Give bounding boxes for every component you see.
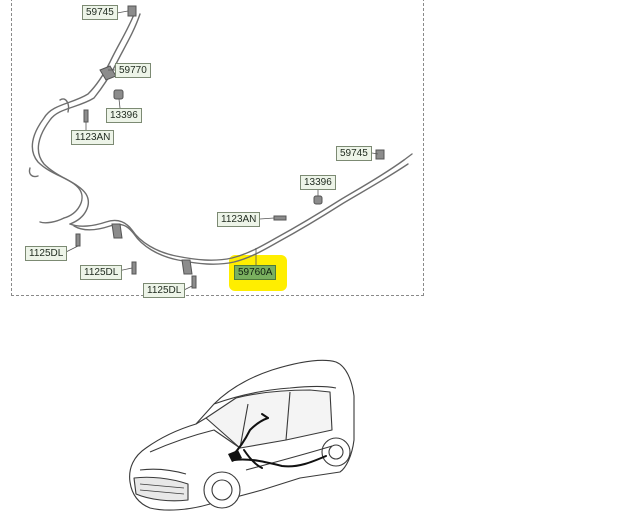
part-label-59745-top[interactable]: 59745: [82, 5, 118, 20]
hatchback-car-icon: [129, 359, 355, 511]
part-label-1123an-mid[interactable]: 1123AN: [217, 212, 261, 227]
part-label-13396-right[interactable]: 13396: [300, 175, 336, 190]
part-label-1125dl-b[interactable]: 1125DL: [80, 265, 123, 280]
part-label-1125dl-a[interactable]: 1125DL: [25, 246, 68, 261]
part-label-1125dl-c[interactable]: 1125DL: [143, 283, 186, 298]
cable-connector-mark: [228, 450, 242, 462]
part-label-1123an-left[interactable]: 1123AN: [71, 130, 115, 145]
part-label-59770[interactable]: 59770: [115, 63, 151, 78]
part-label-13396-top[interactable]: 13396: [106, 108, 142, 123]
part-label-59760a[interactable]: 59760A: [234, 265, 277, 280]
diagram-frame: [11, 0, 424, 296]
part-label-59745-right[interactable]: 59745: [336, 146, 372, 161]
cable-location-highlight: [231, 413, 327, 469]
